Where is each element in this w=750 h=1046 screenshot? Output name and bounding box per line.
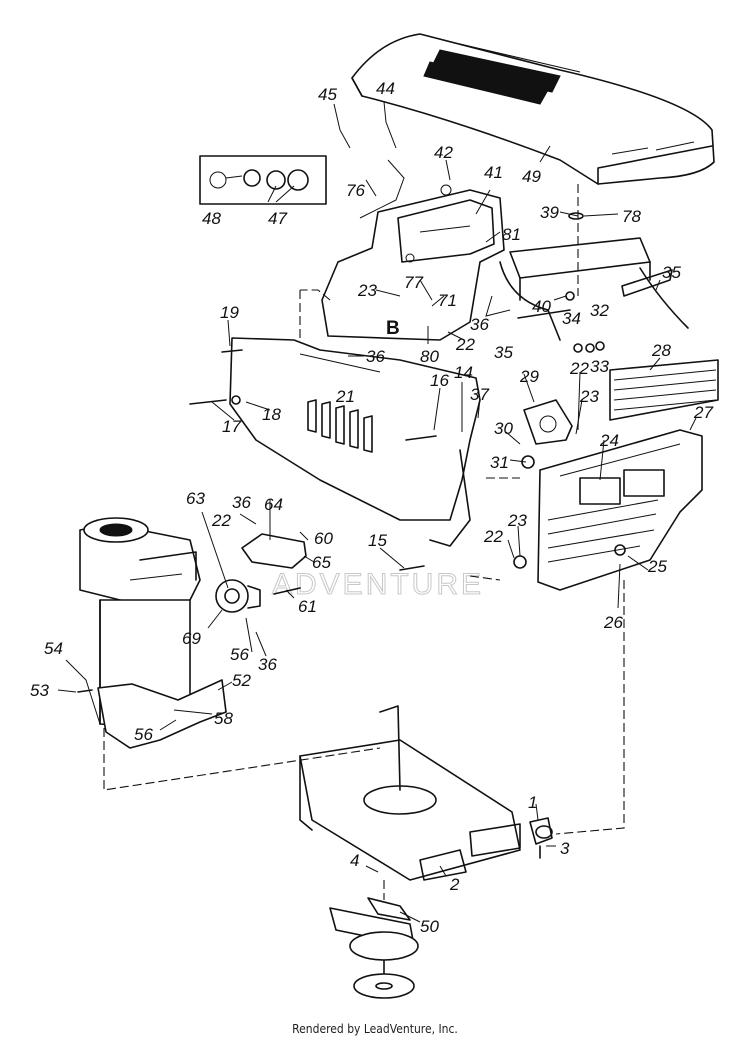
callout-1: 1 bbox=[528, 793, 537, 812]
frame-part bbox=[299, 705, 521, 881]
callout-22-lower: 22 bbox=[483, 527, 503, 546]
callout-42: 42 bbox=[434, 143, 453, 162]
callout-52: 52 bbox=[232, 671, 251, 690]
mount-plate-part bbox=[523, 399, 573, 445]
leader-lines bbox=[57, 101, 697, 923]
callout-77: 77 bbox=[404, 273, 423, 292]
callout-35-right: 35 bbox=[662, 263, 681, 282]
callout-14: 14 bbox=[454, 363, 473, 382]
callout-48: 48 bbox=[202, 209, 221, 228]
callout-47: 47 bbox=[268, 209, 287, 228]
callout-26: 26 bbox=[603, 613, 623, 632]
callout-27: 27 bbox=[693, 403, 713, 422]
watermark: ADVENTURE bbox=[272, 437, 484, 602]
ignition-switch-plate bbox=[199, 155, 327, 205]
support-bracket-part bbox=[499, 237, 689, 341]
callout-28: 28 bbox=[651, 341, 671, 360]
watermark-text: ADVENTURE bbox=[272, 568, 484, 601]
hood-vents bbox=[423, 49, 561, 105]
dash-panel-part bbox=[321, 159, 505, 341]
front-panel-part bbox=[229, 337, 481, 547]
callout-30: 30 bbox=[494, 419, 513, 438]
callout-39: 39 bbox=[540, 203, 559, 222]
callout-19: 19 bbox=[220, 303, 239, 322]
callout-31: 31 bbox=[490, 453, 509, 472]
callout-45: 45 bbox=[318, 85, 337, 104]
callout-B: B bbox=[386, 318, 400, 339]
pulley-stack-part bbox=[329, 897, 419, 999]
callout-23-right: 23 bbox=[579, 387, 599, 406]
callout-63: 63 bbox=[186, 489, 205, 508]
callout-34: 34 bbox=[562, 309, 581, 328]
engine-shield-part bbox=[97, 679, 227, 749]
callout-36-engine: 36 bbox=[232, 493, 251, 512]
callout-16: 16 bbox=[430, 371, 449, 390]
callout-53: 53 bbox=[30, 681, 49, 700]
callout-36-panel: 36 bbox=[366, 347, 385, 366]
callout-64: 64 bbox=[264, 495, 283, 514]
front-panel-vents bbox=[307, 399, 373, 453]
callout-25: 25 bbox=[647, 557, 667, 576]
callout-17: 17 bbox=[222, 417, 241, 436]
grille-screen-part bbox=[609, 359, 719, 421]
callout-18: 18 bbox=[262, 405, 281, 424]
callout-81: 81 bbox=[502, 225, 521, 244]
alternator-part bbox=[215, 579, 261, 613]
callout-15: 15 bbox=[368, 531, 387, 550]
callout-60: 60 bbox=[314, 529, 333, 548]
callout-37: 37 bbox=[470, 385, 489, 404]
callout-22-upper: 22 bbox=[455, 335, 475, 354]
callout-3: 3 bbox=[560, 839, 570, 858]
callout-36-upper: 36 bbox=[470, 315, 489, 334]
callout-65: 65 bbox=[312, 553, 331, 572]
callout-56-upper: 56 bbox=[230, 645, 249, 664]
callout-32: 32 bbox=[590, 301, 609, 320]
callout-61: 61 bbox=[298, 597, 317, 616]
callout-44: 44 bbox=[376, 79, 395, 98]
grille-housing-part bbox=[537, 429, 703, 591]
callout-23-lower: 23 bbox=[507, 511, 527, 530]
callout-22-right: 22 bbox=[569, 359, 589, 378]
callout-76: 76 bbox=[346, 181, 365, 200]
alignment-lines bbox=[103, 184, 625, 900]
callout-71: 71 bbox=[438, 291, 457, 310]
callout-80: 80 bbox=[420, 347, 439, 366]
footer-credit: Rendered by LeadVenture, Inc. bbox=[292, 1022, 458, 1036]
callout-54: 54 bbox=[44, 639, 63, 658]
callout-24: 24 bbox=[599, 431, 619, 450]
callout-56-lower: 56 bbox=[134, 725, 153, 744]
callout-69: 69 bbox=[182, 629, 201, 648]
callout-22-engine: 22 bbox=[211, 511, 231, 530]
callout-35-left: 35 bbox=[494, 343, 513, 362]
pivot-bracket-part bbox=[529, 817, 553, 845]
callout-78: 78 bbox=[622, 207, 641, 226]
callout-41: 41 bbox=[484, 163, 503, 182]
callout-21: 21 bbox=[335, 387, 355, 406]
fasteners bbox=[77, 212, 626, 859]
callout-33: 33 bbox=[590, 357, 609, 376]
callout-labels: 44 45 42 49 76 48 47 41 81 39 78 35 40 3… bbox=[30, 79, 713, 936]
callout-58: 58 bbox=[214, 709, 233, 728]
callout-23-top: 23 bbox=[357, 281, 377, 300]
engine-bracket-part bbox=[241, 533, 307, 569]
callout-49: 49 bbox=[522, 167, 541, 186]
callout-29: 29 bbox=[519, 367, 539, 386]
callout-36-lower: 36 bbox=[258, 655, 277, 674]
hood-part bbox=[351, 33, 715, 185]
callout-50: 50 bbox=[420, 917, 439, 936]
callout-4: 4 bbox=[350, 851, 359, 870]
callout-2: 2 bbox=[449, 875, 460, 894]
callout-40: 40 bbox=[532, 297, 551, 316]
